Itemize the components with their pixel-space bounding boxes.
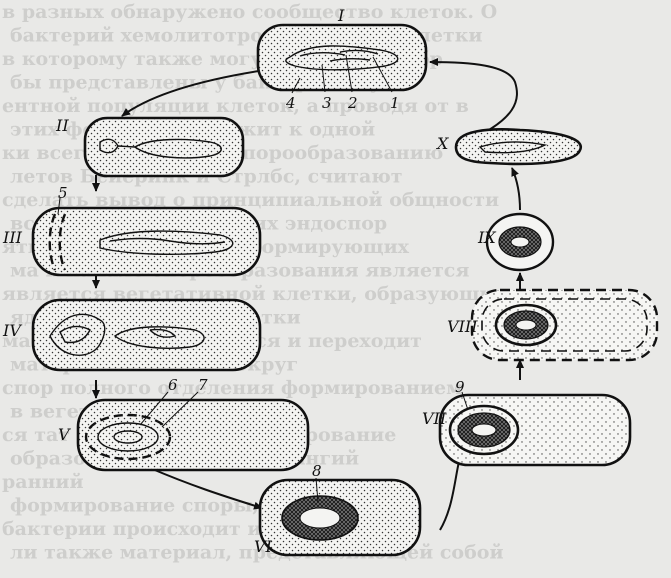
- cell-stage-2: [83, 116, 245, 178]
- stage-label-4: IV: [2, 321, 22, 340]
- cell-stage-7: [438, 393, 632, 467]
- part-label-4: 4: [285, 94, 296, 112]
- stage-label-3: III: [2, 228, 23, 247]
- part-label-5: 5: [58, 184, 68, 202]
- background-text-line: ентной популяции клеток, а проводя от в: [2, 95, 469, 117]
- cell-stage-1: [256, 23, 428, 92]
- part-label-9: 9: [455, 378, 465, 396]
- stage-label-1: I: [337, 6, 345, 25]
- stage-label-9: IX: [477, 228, 496, 247]
- background-text-line: сделать вывод о принципиальной общности: [2, 189, 499, 211]
- part-label-3: 3: [322, 94, 332, 112]
- part-label-2: 2: [347, 94, 358, 112]
- part-label-7: 7: [198, 376, 208, 394]
- cell-stage-6: [258, 478, 422, 557]
- part-label-6: 6: [168, 376, 178, 394]
- stage-label-2: II: [55, 116, 69, 135]
- part-labels: 1 2 3 4 5 6 7 8 9: [57, 54, 469, 503]
- stage-labels: I II III IV V VI VII VIII IX X: [2, 6, 496, 556]
- stage-label-5: V: [58, 425, 71, 444]
- cell-stage-3: [31, 206, 262, 277]
- background-text: в разных обнаружено сообщество клеток. О…: [2, 1, 506, 564]
- cell-stage-10: [454, 128, 583, 166]
- background-text-line: ранний: [2, 471, 84, 493]
- stage-label-6: VI: [254, 537, 273, 556]
- stage-label-7: VII: [422, 409, 447, 428]
- cell-stage-8: [470, 288, 659, 362]
- cell-stage-4: [31, 298, 262, 372]
- stage-label-8: VIII: [447, 317, 478, 336]
- stage-label-10: X: [435, 134, 449, 153]
- cell-stage-9: [485, 212, 555, 272]
- background-text-line: в разных обнаружено сообщество клеток. О: [2, 1, 497, 23]
- background-text-line: спор полного отделения формированием: [2, 377, 463, 399]
- part-label-1: 1: [390, 94, 400, 112]
- cell-stage-5: [76, 398, 310, 472]
- part-label-8: 8: [312, 462, 322, 480]
